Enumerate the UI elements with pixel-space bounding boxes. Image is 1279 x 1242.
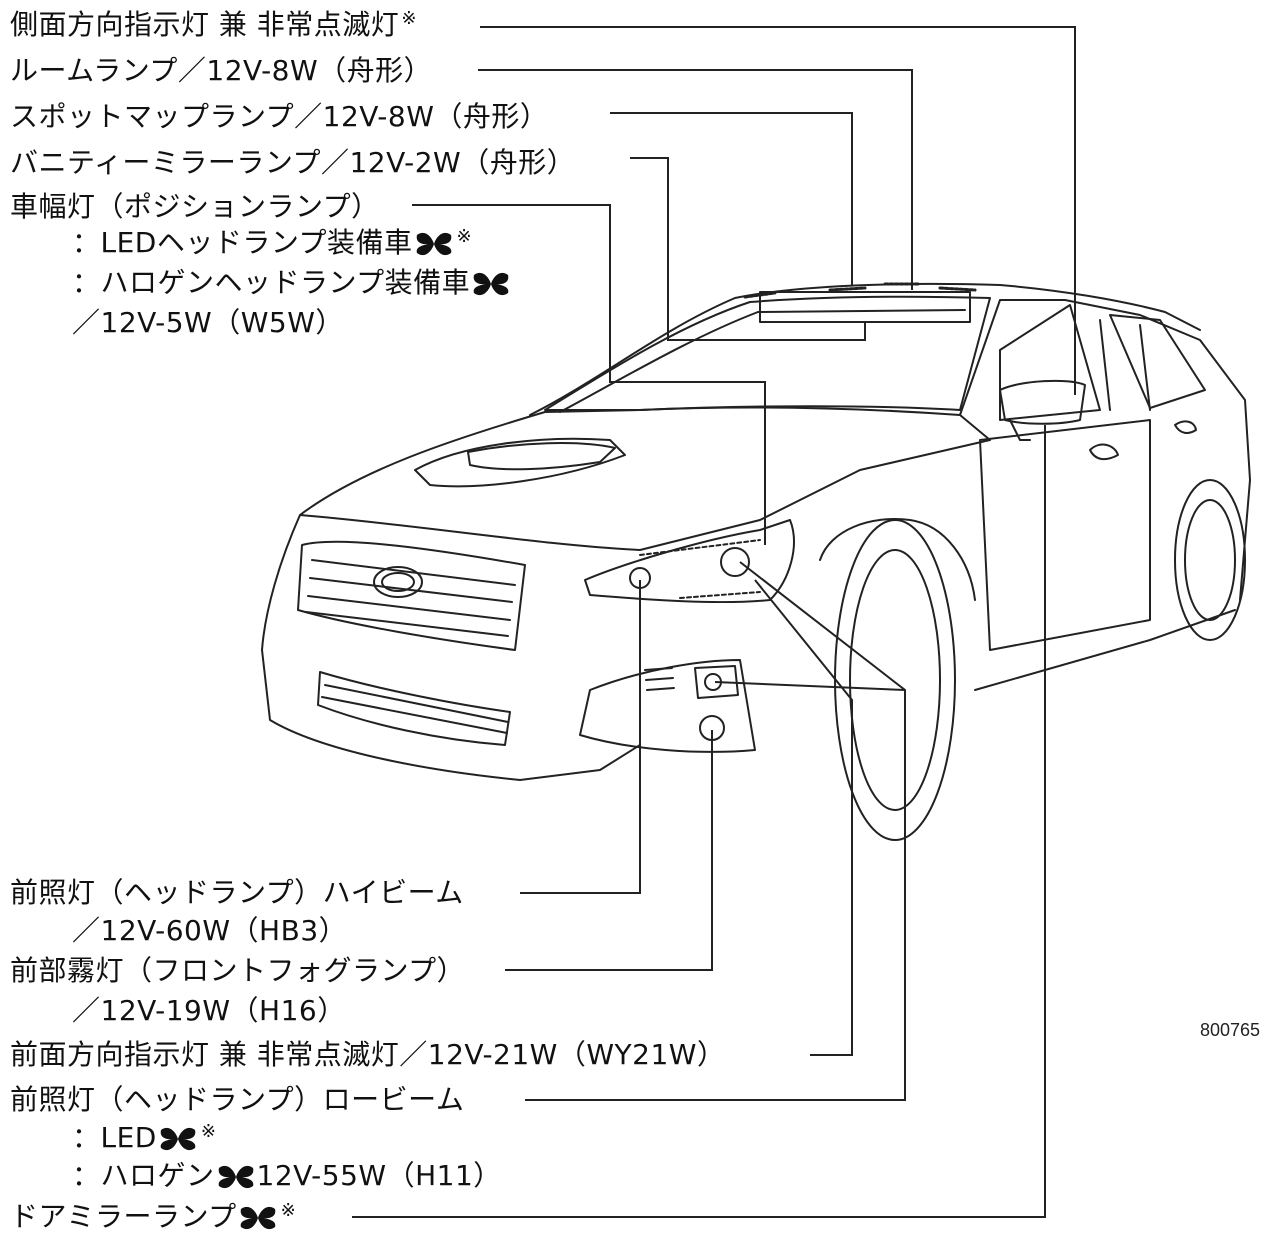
- leader-door-mirror: [352, 425, 1046, 1218]
- leader-low-beam-fog: [714, 681, 906, 691]
- leader-room-lamp: [478, 69, 913, 290]
- emblem: [373, 566, 423, 598]
- door-mirror: [999, 379, 1086, 425]
- leader-low-beam: [525, 561, 906, 1101]
- hood: [299, 406, 991, 551]
- leader-front-turn: [754, 579, 853, 1056]
- label-room-lamp: ルームランプ／12V-8W（舟形）: [10, 54, 433, 87]
- leader-position: [412, 204, 766, 545]
- bulb-icon: [218, 1165, 253, 1189]
- headlight: [584, 519, 795, 604]
- roof-outline: [529, 282, 1201, 416]
- rear-wheel: [1174, 479, 1246, 641]
- label-position-spec: ／12V-5W（W5W）: [72, 306, 344, 339]
- leader-side-turn: [480, 26, 1076, 395]
- side-window: [999, 304, 1101, 421]
- label-low-beam: 前照灯（ヘッドランプ）ロービーム: [10, 1083, 465, 1116]
- leader-fog: [505, 730, 713, 971]
- label-position-halogen: ：ハロゲンヘッドランプ装備車: [72, 266, 512, 300]
- front-bumper: [261, 514, 641, 781]
- bulb-icon: [160, 1127, 196, 1151]
- bulb-icon: [473, 272, 509, 296]
- label-low-led: ：LED※: [72, 1121, 217, 1154]
- leader-spot-map: [610, 112, 853, 285]
- body-side: [959, 299, 1251, 601]
- label-door-mirror: ドアミラーランプ※: [10, 1200, 297, 1233]
- leader-vanity: [630, 157, 866, 341]
- label-side-turn: 側面方向指示灯 兼 非常点滅灯※: [10, 8, 417, 41]
- label-high-beam-spec: ／12V-60W（HB3）: [72, 914, 348, 947]
- grille: [297, 540, 526, 651]
- bulb-icon: [416, 232, 451, 256]
- windshield-inner: [559, 309, 966, 413]
- note-mark: ※: [401, 8, 417, 29]
- figure-code: 800765: [1200, 1020, 1261, 1040]
- sill: [974, 609, 1236, 691]
- label-position: 車幅灯（ポジションランプ）: [10, 190, 380, 223]
- leader-high-beam: [520, 580, 641, 894]
- label-spot-map: スポットマップランプ／12V-8W（舟形）: [10, 100, 549, 133]
- label-high-beam: 前照灯（ヘッドランプ）ハイビーム: [10, 876, 464, 909]
- fog-area: [579, 659, 756, 753]
- label-fog: 前部霧灯（フロントフォグランプ）: [10, 954, 466, 987]
- label-fog-spec: ／12V-19W（H16）: [72, 994, 346, 1027]
- rear-window: [1109, 314, 1206, 409]
- hood-scoop: [414, 437, 626, 488]
- door-line: [979, 419, 1151, 651]
- lower-grille: [317, 671, 511, 746]
- label-front-turn: 前面方向指示灯 兼 非常点滅灯／12V-21W（WY21W）: [10, 1038, 726, 1071]
- hood-scoop-inner: [467, 442, 616, 471]
- label-vanity: バニティーミラーランプ／12V-2W（舟形）: [10, 146, 576, 179]
- label-position-led: ：LEDヘッドランプ装備車※: [72, 226, 473, 259]
- windshield: [544, 295, 991, 411]
- bulb-icon: [240, 1206, 275, 1230]
